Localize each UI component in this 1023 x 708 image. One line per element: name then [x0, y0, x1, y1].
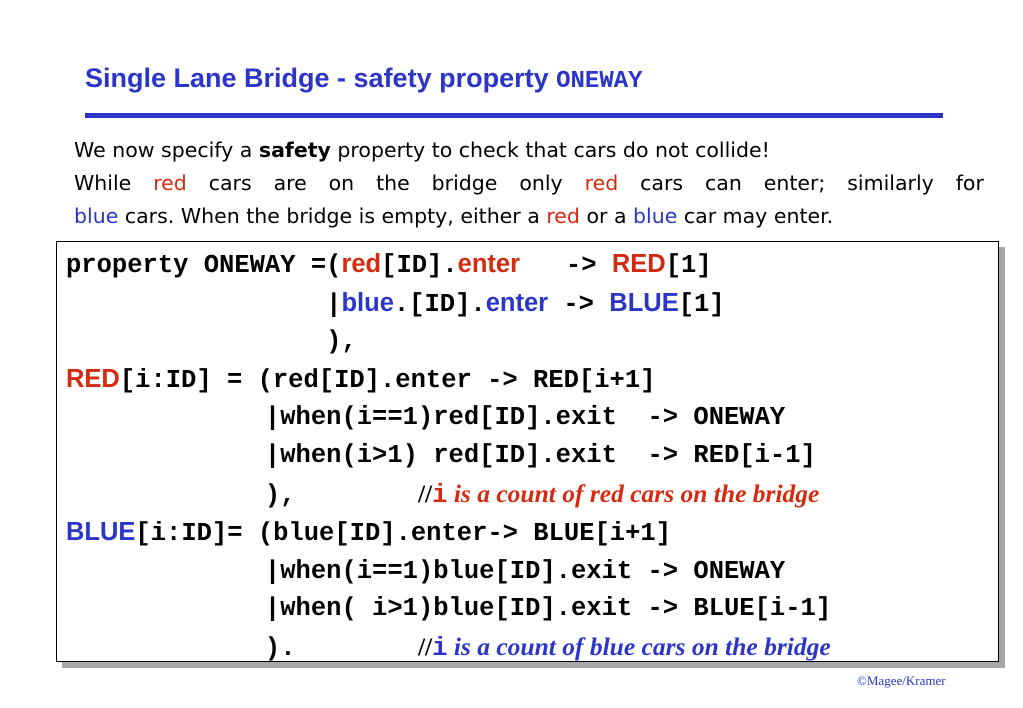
- code-text: ->: [520, 251, 612, 280]
- code-keyword-BLUE: BLUE: [609, 288, 679, 317]
- intro-word: cars: [208, 171, 252, 195]
- code-text: [1]: [678, 289, 725, 319]
- code-text: .[ID].: [393, 289, 486, 319]
- code-keyword-enter: enter: [457, 250, 521, 278]
- code-line-10: |when( i>1)blue[ID].exit -> BLUE[i-1]: [66, 594, 832, 624]
- code-line-7: ), //i is a count of red cars on the bri…: [66, 475, 831, 515]
- comment-text: is a count of red cars on the bridge: [447, 478, 820, 508]
- code-line-3: ),: [66, 327, 357, 357]
- intro-line-3: blue cars. When the bridge is empty, eit…: [74, 200, 984, 233]
- intro-word: the: [376, 171, 410, 195]
- title-underline: [85, 113, 943, 118]
- comment-var-i: i: [432, 480, 448, 510]
- code-line-2: |blue.[ID].enter -> BLUE[1]: [66, 285, 831, 324]
- intro-word-blue: blue: [74, 204, 119, 228]
- intro-word: only: [519, 171, 563, 195]
- code-comment-red: //i is a count of red cars on the bridge: [417, 478, 820, 510]
- intro-text-run: car may enter.: [677, 204, 834, 228]
- code-line-1: property ONEWAY =(red[ID].enter -> RED[1…: [66, 246, 831, 285]
- intro-word: for: [955, 171, 984, 195]
- code-text: [i:ID]= (blue[ID].enter-> BLUE[i+1]: [135, 519, 672, 549]
- intro-word: on: [328, 171, 355, 195]
- code-line-8: BLUE[i:ID]= (blue[ID].enter-> BLUE[i+1]: [66, 514, 831, 553]
- intro-bold-safety: safety: [258, 138, 331, 162]
- code-comment-blue: //i is a count of blue cars on the bridg…: [417, 631, 831, 663]
- code-line-6: |when(i>1) red[ID].exit -> RED[i-1]: [66, 440, 816, 470]
- intro-word: can: [704, 171, 742, 195]
- comment-slashes: //: [417, 478, 433, 508]
- intro-word: enter;: [763, 171, 826, 195]
- code-line-5: |when(i==1)red[ID].exit -> ONEWAY: [66, 403, 786, 433]
- intro-word: cars: [640, 171, 684, 195]
- intro-word: similarly: [847, 171, 934, 195]
- code-line-9: |when(i==1)blue[ID].exit -> ONEWAY: [66, 556, 786, 586]
- slide-title: Single Lane Bridge - safety property ONE…: [85, 63, 643, 95]
- code-keyword-RED: RED: [611, 250, 666, 278]
- code-text: [1]: [665, 251, 712, 280]
- intro-word-blue: blue: [633, 204, 678, 228]
- code-text: |: [66, 289, 342, 319]
- intro-line-1: We now specify a safety property to chec…: [74, 134, 984, 167]
- code-keyword-RED: RED: [66, 364, 120, 393]
- code-line-4: RED[i:ID] = (red[ID].enter -> RED[i+1]: [66, 361, 831, 400]
- code-text: ).: [66, 633, 418, 663]
- intro-word: bridge: [431, 171, 498, 195]
- code-line-11: ). //i is a count of blue cars on the br…: [66, 628, 831, 668]
- code-keyword-BLUE: BLUE: [66, 518, 136, 547]
- code-keyword-blue: blue: [341, 288, 394, 317]
- intro-text-run: property to check that cars do not colli…: [330, 138, 770, 162]
- code-text: [ID].: [381, 251, 458, 280]
- code-text: ->: [548, 289, 610, 319]
- copyright-footer: ©Magee/Kramer: [857, 673, 946, 688]
- intro-text: We now specify a safety property to chec…: [74, 134, 984, 233]
- intro-word-red: red: [584, 171, 619, 195]
- title-mono: ONEWAY: [556, 68, 643, 95]
- code-text: ),: [66, 480, 418, 510]
- intro-line-2: While red cars are on the bridge only re…: [74, 167, 984, 200]
- title-text: Single Lane Bridge - safety property: [85, 63, 557, 93]
- intro-text-run: We now specify a: [74, 138, 259, 162]
- intro-word: are: [273, 171, 307, 195]
- comment-slashes: //: [417, 631, 433, 661]
- code-text: property ONEWAY =(: [66, 251, 342, 280]
- code-keyword-red: red: [341, 250, 382, 278]
- intro-word: While: [74, 171, 132, 195]
- code-keyword-enter: enter: [485, 288, 549, 317]
- intro-word-red: red: [546, 204, 580, 228]
- intro-text-run: or a: [579, 204, 634, 228]
- comment-var-i: i: [432, 633, 448, 663]
- intro-word-red: red: [153, 171, 187, 195]
- intro-text-run: cars. When the bridge is empty, either a: [118, 204, 547, 228]
- code-listing: property ONEWAY =(red[ID].enter -> RED[1…: [66, 246, 831, 668]
- comment-text: is a count of blue cars on the bridge: [447, 631, 831, 661]
- code-box: property ONEWAY =(red[ID].enter -> RED[1…: [56, 241, 999, 663]
- code-text: [i:ID] = (red[ID].enter -> RED[i+1]: [119, 365, 656, 395]
